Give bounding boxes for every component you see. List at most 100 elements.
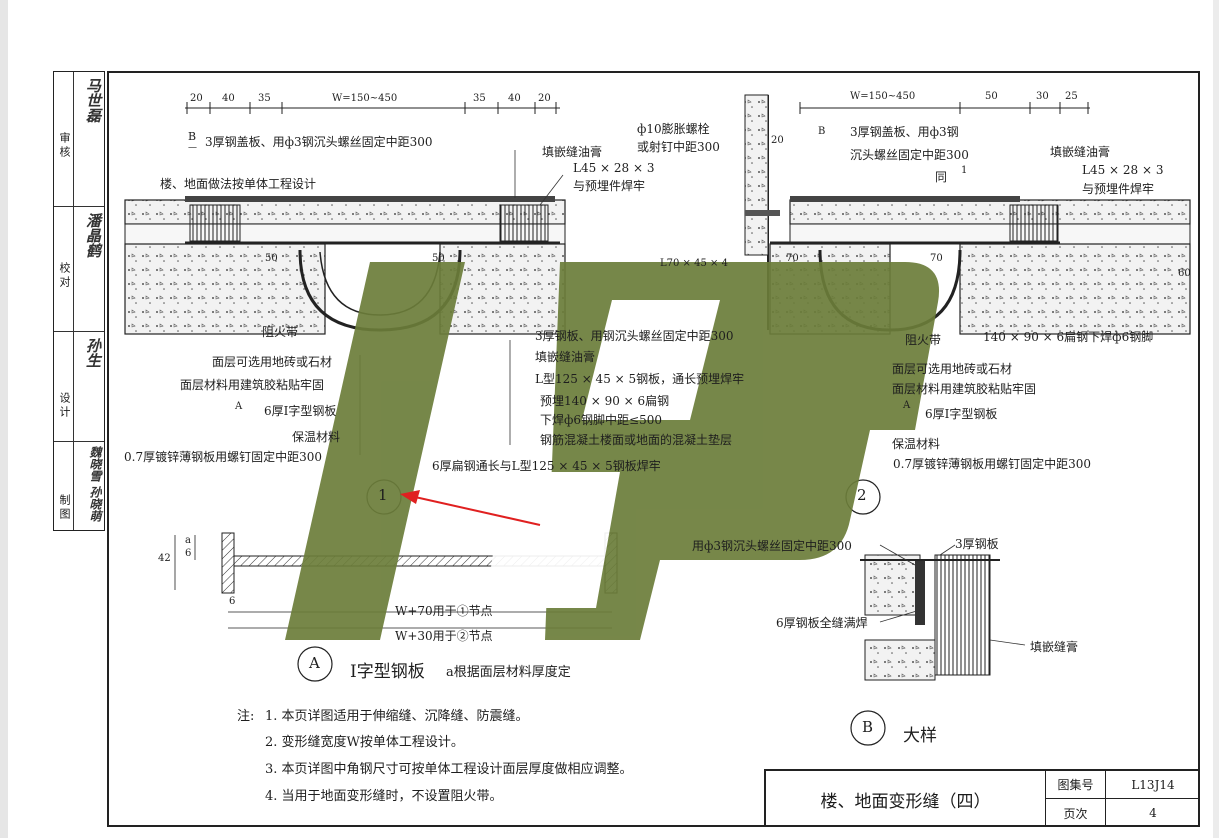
callout: 下焊ф6钢脚中距≤500 [540,413,662,427]
dim-label: W=150~450 [850,91,916,102]
callout: 同 [935,170,948,184]
callout: 6厚I字型钢板 [925,407,998,421]
note-item: 4. 当用于地面变形缝时，不设置阻火带。 [265,789,503,804]
page-number-value: 4 [1149,806,1157,820]
callout: 保温材料 [892,437,941,451]
dim-label: 20 [538,93,551,104]
approval-row-design: 设计 孙生 [54,332,104,442]
dim-label: 35 [258,93,271,104]
callout: 6厚I字型钢板 [264,404,337,418]
approval-label: 审核 [58,132,71,160]
approval-row-review: 审核 马世磊 [54,72,104,207]
callout: 填嵌缝油膏 [535,350,596,364]
callout-circle-b: B [188,130,197,143]
callout: L45 × 28 × 3 [1082,163,1164,177]
callout: 填嵌缝膏 [1030,640,1079,654]
callout: 面层可选用地砖或石材 [892,362,1013,376]
approval-signature: 孙生 [84,338,102,368]
detail-number: 1 [378,486,388,504]
dim-label: 50 [985,91,998,102]
callout: 面层材料用建筑胶粘贴牢固 [180,378,325,392]
detail-b-drawing [850,544,1026,746]
callout: L45 × 28 × 3 [573,161,655,175]
note-item: 1. 本页详图适用于伸缩缝、沉降缝、防震缝。 [265,709,529,724]
callout: 阻火带 [262,325,299,339]
callout: 0.7厚镀锌薄钢板用螺钉固定中距300 [124,450,322,464]
detail-label: B [862,718,874,736]
title-block: 楼、地面变形缝（四） 图集号 L13J14 页次 4 [764,769,1200,827]
note-item: 3. 本页详图中角钢尺寸可按单体工程设计面层厚度做相应调整。 [265,762,633,777]
approval-label: 制图 [58,494,71,522]
approval-signature: 魏晓雪 孙晓萌 [88,446,102,523]
detail-label: A [309,654,320,672]
approval-label: 设计 [58,392,71,420]
sheet-frame [107,71,1200,827]
callout: 阻火带 [905,333,942,347]
callout: 140 × 90 × 6扁钢下焊ф6钢脚 [983,330,1154,344]
dim-label: a [185,535,191,546]
dim-label: 40 [222,93,235,104]
dim-label: 30 [1036,91,1049,102]
callout: 预埋140 × 90 × 6扁钢 [540,394,670,408]
viewer-left-edge [0,0,8,838]
dim-label: 6 [229,596,236,607]
viewer-right-edge [1213,0,1219,838]
watermark-logo [285,262,940,640]
detail-title: 大样 [903,726,937,746]
dim-label: 70 [930,253,943,264]
callout: 3厚钢盖板、用ф3钢 [850,125,959,139]
callout: 3厚钢板 [955,537,999,551]
dim-label: W=150~450 [332,93,398,104]
atlas-number-value: L13J14 [1106,771,1200,799]
dim-label: 40 [508,93,521,104]
dim-note: W+70用于①节点 [395,604,493,618]
atlas-number-label: 图集号 [1046,771,1106,799]
callout: 保温材料 [292,430,341,444]
detail-2-drawing [744,94,1191,515]
note-item: 2. 变形缝宽度W按单体工程设计。 [265,735,464,750]
notes-prefix: 注: [237,709,255,724]
callout: L型125 × 45 × 5钢板，通长预埋焊牢 [535,372,745,386]
callout: 沉头螺丝固定中距300 [850,148,969,162]
callout: 填嵌缝油膏 [1050,145,1111,159]
approval-row-check: 校对 潘晶鹤 [54,207,104,332]
callout: 钢筋混凝土楼面或地面的混凝土垫层 [540,433,733,447]
callout: 6厚扁钢通长与L型125 × 45 × 5钢板焊牢 [432,459,661,473]
drawing-title: 楼、地面变形缝（四） [766,771,1046,827]
callout: 3厚钢盖板、用ф3钢沉头螺丝固定中距300 [205,135,433,149]
callout-circle-b-sub: — [188,143,197,153]
callout: 面层材料用建筑胶粘贴牢固 [892,382,1037,396]
callout: 与预埋件焊牢 [573,179,646,193]
dim-label: 6 [185,548,192,559]
approval-column: 审核 马世磊 校对 潘晶鹤 设计 孙生 制图 魏晓雪 孙晓萌 [53,71,105,531]
approval-signature: 潘晶鹤 [84,213,102,258]
callout: 面层可选用地砖或石材 [212,355,333,369]
callout: ф10膨胀螺栓 [637,122,710,136]
dim-label: 60 [1178,268,1191,279]
dim-label: 35 [473,93,486,104]
dim-label: 20 [190,93,203,104]
dim-label: 20 [771,135,784,146]
approval-signature: 马世磊 [84,78,102,123]
page-number-label: 页次 [1046,799,1106,827]
dim-label: 25 [1065,91,1078,102]
callout: 楼、地面做法按单体工程设计 [160,177,317,191]
approval-divider [73,72,74,530]
callout-circle-b: B [818,126,826,137]
callout: 或射钉中距300 [637,140,720,154]
callout: 0.7厚镀锌薄钢板用螺钉固定中距300 [893,457,1091,471]
approval-label: 校对 [58,262,71,290]
detail-number: 2 [857,486,867,504]
detail-subtitle: a根据面层材料厚度定 [446,665,571,680]
callout-circle-a: A [903,400,911,411]
callout: 与预埋件焊牢 [1082,182,1155,196]
callout: 3厚钢板、用钢沉头螺丝固定中距300 [535,329,734,343]
dim-label: 70 [786,253,799,264]
callout: 用ф3钢沉头螺丝固定中距300 [692,539,852,553]
detail-1-drawing [124,102,566,515]
dim-label: L70 × 45 × 4 [660,258,728,269]
callout: 6厚钢板全缝满焊 [776,616,868,630]
dim-note: W+30用于②节点 [395,629,493,643]
dim-label: 42 [158,553,171,564]
